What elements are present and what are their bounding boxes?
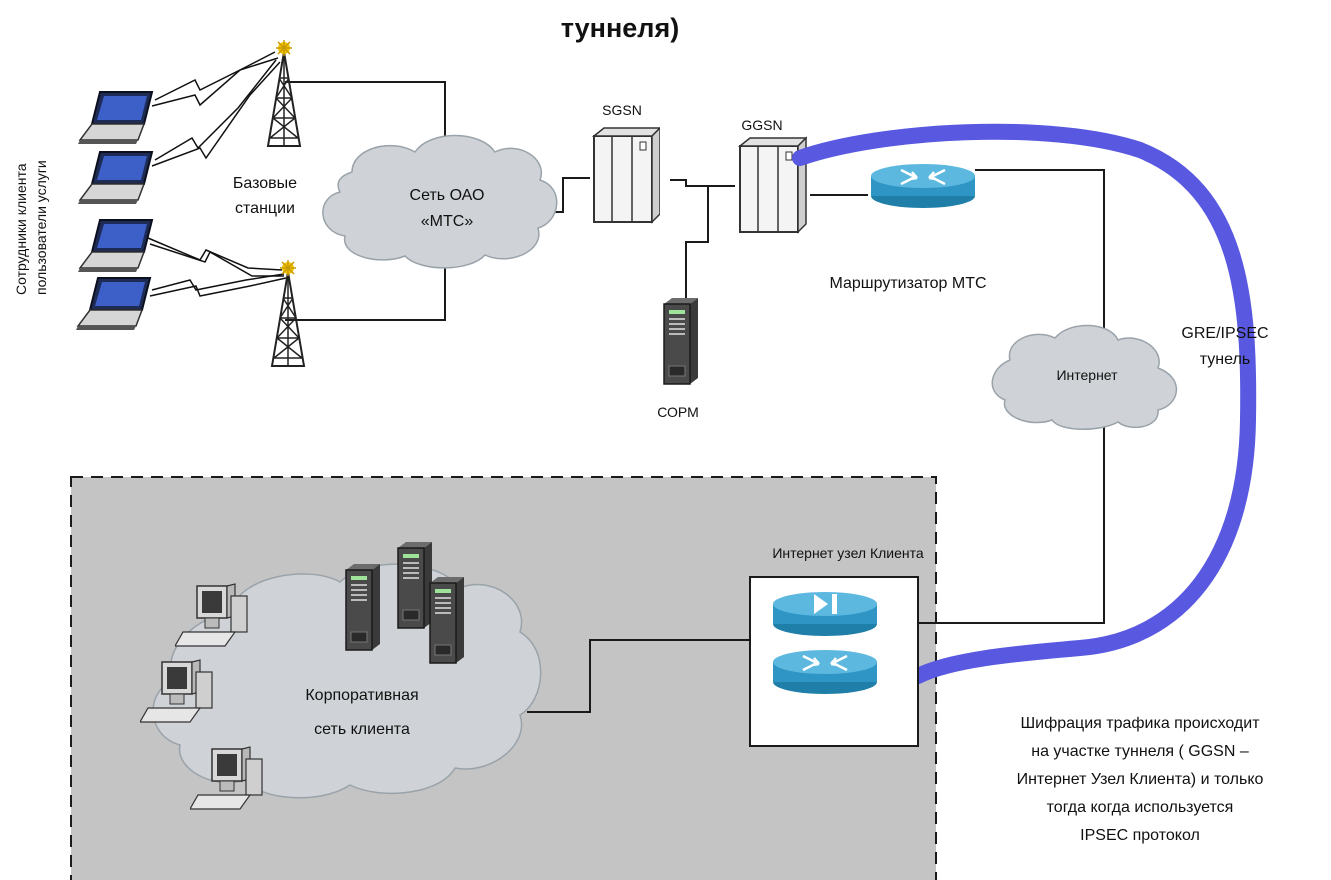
link-internet-node (918, 422, 1105, 624)
note-line2: на участке туннеля ( GGSN – (1031, 743, 1249, 760)
mts-network-cloud (322, 134, 558, 269)
mts-router-icon (869, 162, 977, 210)
corporate-network-label-line2: сеть клиента (314, 721, 410, 738)
server-icon (429, 576, 465, 664)
link-corp-node (527, 639, 750, 713)
internet-label: Интернет (1056, 367, 1118, 383)
sgsn-rack-icon (593, 127, 660, 223)
mts-router-label: Маршрутизатор МТС (829, 275, 986, 292)
link-lower-tower-mts (285, 252, 446, 321)
laptop-icon (77, 151, 153, 205)
tunnel-label-line2: тунель (1200, 351, 1250, 368)
laptop-icon (75, 277, 151, 331)
client-router-icon (771, 648, 879, 696)
clients-label-line1: Сотрудники клиента (13, 163, 29, 295)
server-icon (397, 541, 433, 629)
corporate-network-label-line1: Корпоративная (305, 687, 418, 704)
server-icon (345, 563, 381, 651)
link-router-internet (975, 169, 1105, 332)
wireless-links (147, 51, 287, 297)
encryption-note: Шифрация трафика происходит на участке т… (1017, 715, 1264, 844)
laptop-icon (77, 91, 153, 145)
tunnel-label-line1: GRE/IPSEC (1181, 325, 1268, 342)
sgsn-label: SGSN (602, 102, 642, 118)
note-line4: тогда когда используется (1047, 799, 1234, 816)
note-line5: IPSEC протокол (1080, 827, 1200, 844)
base-station-tower-icon (267, 39, 301, 147)
diagram-title: туннеля) (561, 13, 679, 43)
link-sgsn-ggsn (670, 179, 735, 187)
client-node-label: Интернет узел Клиента (772, 545, 924, 561)
mts-network-label-line1: Сеть ОАО (410, 187, 485, 204)
firewall-router-icon (773, 592, 877, 636)
sorm-label: СОРМ (657, 404, 699, 420)
ggsn-label: GGSN (741, 117, 782, 133)
link-ggsn-sorm (685, 186, 709, 298)
laptop-icon (77, 219, 153, 273)
note-line1: Шифрация трафика происходит (1020, 715, 1260, 732)
note-line3: Интернет Узел Клиента) и только (1017, 771, 1264, 788)
gre-ipsec-tunnel (792, 123, 1257, 684)
clients-label-line2: пользователи услуги (33, 160, 49, 295)
mts-network-label-line2: «МТС» (421, 213, 474, 230)
internet-cloud (991, 324, 1178, 430)
base-stations-label-line1: Базовые (233, 175, 297, 192)
sorm-server-icon (663, 297, 699, 385)
base-stations-label-line2: станции (235, 200, 295, 217)
